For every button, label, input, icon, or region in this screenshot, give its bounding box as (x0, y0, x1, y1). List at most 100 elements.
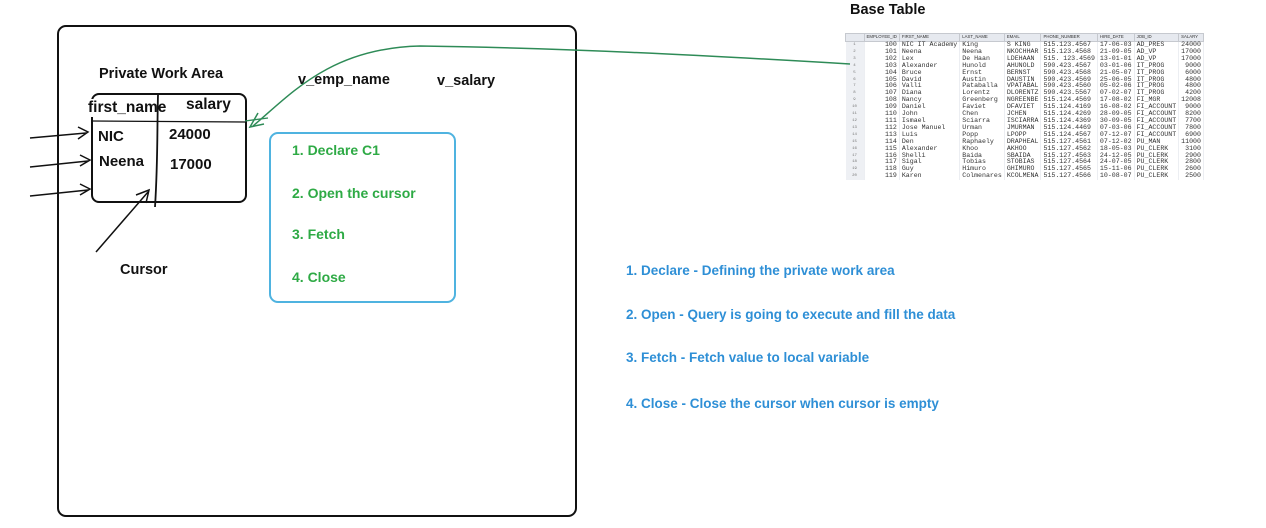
table-cell: DFAVIET (1004, 103, 1042, 112)
cell-salary-row1: 24000 (169, 126, 211, 143)
table-cell: 590.423.4560 (1040, 83, 1098, 91)
table-cell: PU_MAN (1134, 138, 1180, 146)
column-header: EMPLOYEE_ID (863, 33, 900, 42)
table-cell: JMURMAN (1004, 124, 1042, 132)
table-cell: 113 (864, 131, 900, 139)
table-cell: 4800 (1178, 83, 1204, 91)
table-cell: 7800 (1178, 124, 1204, 132)
row-number: 4 (845, 62, 865, 70)
table-cell: Ernst (959, 69, 1005, 77)
table-cell: Neena (959, 48, 1005, 56)
table-cell: Sigal (899, 159, 961, 167)
table-cell: 515.124.4169 (1040, 103, 1098, 112)
table-cell: AKHOO (1004, 145, 1042, 153)
table-cell: FI_ACCOUNT (1134, 124, 1180, 132)
outer-frame (57, 25, 577, 517)
table-cell: IT_PROG (1134, 89, 1180, 98)
table-cell: Lorentz (959, 89, 1005, 98)
table-cell: Valli (899, 83, 961, 91)
table-cell: Greenberg (959, 96, 1005, 105)
table-cell: Karen (899, 172, 961, 181)
green-connector (244, 117, 269, 122)
table-cell: IT_PROG (1134, 76, 1180, 84)
table-cell: 108 (864, 96, 900, 105)
table-cell: LPOPP (1004, 131, 1042, 139)
table-cell: Nancy (899, 96, 961, 105)
description-close: 4. Close - Close the cursor when cursor … (626, 396, 939, 411)
row-number: 12 (845, 117, 865, 125)
cell-first-name-row1: NIC (98, 128, 124, 145)
table-cell: 2600 (1178, 165, 1204, 174)
table-cell: 515.127.4564 (1040, 159, 1098, 167)
row-number: 20 (845, 173, 865, 181)
table-cell: 03-01-06 (1097, 62, 1135, 70)
table-cell: 11000 (1178, 138, 1204, 146)
table-cell: 24000 (1178, 41, 1204, 49)
table-cell: 21-09-05 (1097, 48, 1135, 56)
table-cell: 515.124.4567 (1040, 131, 1098, 139)
table-cell: LDEHAAN (1004, 55, 1042, 63)
table-cell: 6900 (1178, 131, 1204, 139)
table-cell: Jose Manuel (899, 124, 961, 132)
row-number: 16 (845, 145, 865, 153)
table-cell: 13-01-01 (1097, 55, 1135, 63)
private-work-area-title: Private Work Area (99, 66, 224, 82)
table-cell: Shelli (899, 152, 961, 160)
cell-first-name-row2: Neena (99, 153, 145, 170)
table-cell: 515.127.4565 (1040, 165, 1098, 174)
column-header: PHONE_NUMBER (1040, 33, 1098, 42)
table-cell: 07-02-07 (1097, 89, 1135, 98)
step-open: 2. Open the cursor (292, 185, 416, 201)
table-cell: 3100 (1178, 145, 1204, 153)
row-number: 17 (845, 152, 865, 160)
table-cell: DLORENTZ (1004, 89, 1042, 98)
table-cell: 515.127.4566 (1040, 172, 1098, 181)
table-cell: 109 (864, 103, 900, 112)
row-number: 10 (845, 104, 865, 112)
table-cell: 107 (864, 89, 900, 98)
table-cell: 18-05-03 (1097, 145, 1135, 153)
table-cell: 2800 (1178, 159, 1204, 167)
table-cell: IT_PROG (1134, 83, 1180, 91)
table-cell: 118 (864, 165, 900, 174)
table-cell: SBAIDA (1004, 152, 1042, 160)
table-cell: Urman (959, 124, 1005, 132)
table-cell: King (959, 41, 1005, 49)
table-cell: 590.423.5567 (1040, 89, 1098, 98)
table-cell: PU_CLERK (1134, 172, 1180, 181)
table-cell: 12008 (1178, 96, 1204, 105)
column-header: FIRST_NAME (898, 33, 961, 42)
table-cell: 590.423.4569 (1040, 76, 1098, 84)
table-cell: 515.127.4561 (1040, 138, 1098, 146)
row-number: 13 (845, 124, 865, 132)
table-cell: 115 (864, 145, 900, 153)
table-cell: 4200 (1178, 89, 1204, 98)
table-cell: NIC IT Academy (899, 41, 961, 49)
table-cell: 07-12-07 (1097, 131, 1135, 139)
table-cell: 7700 (1178, 117, 1204, 125)
row-pointer-arrows (29, 126, 92, 197)
table-cell: IT_PROG (1134, 62, 1180, 70)
table-cell: BERNST (1004, 69, 1042, 77)
cursor-pointer-arrow (95, 188, 151, 253)
column-header-first-name: first_name (87, 99, 168, 117)
table-cell: 105 (864, 76, 900, 84)
table-cell: 106 (864, 83, 900, 91)
table-cell: 515.127.4562 (1040, 145, 1098, 153)
table-cell: 28-09-05 (1097, 110, 1135, 118)
table-cell: 590.423.4567 (1040, 62, 1098, 70)
table-cell: John (899, 110, 961, 118)
table-cell: PU_CLERK (1134, 152, 1180, 160)
table-cell: FI_ACCOUNT (1134, 131, 1180, 139)
